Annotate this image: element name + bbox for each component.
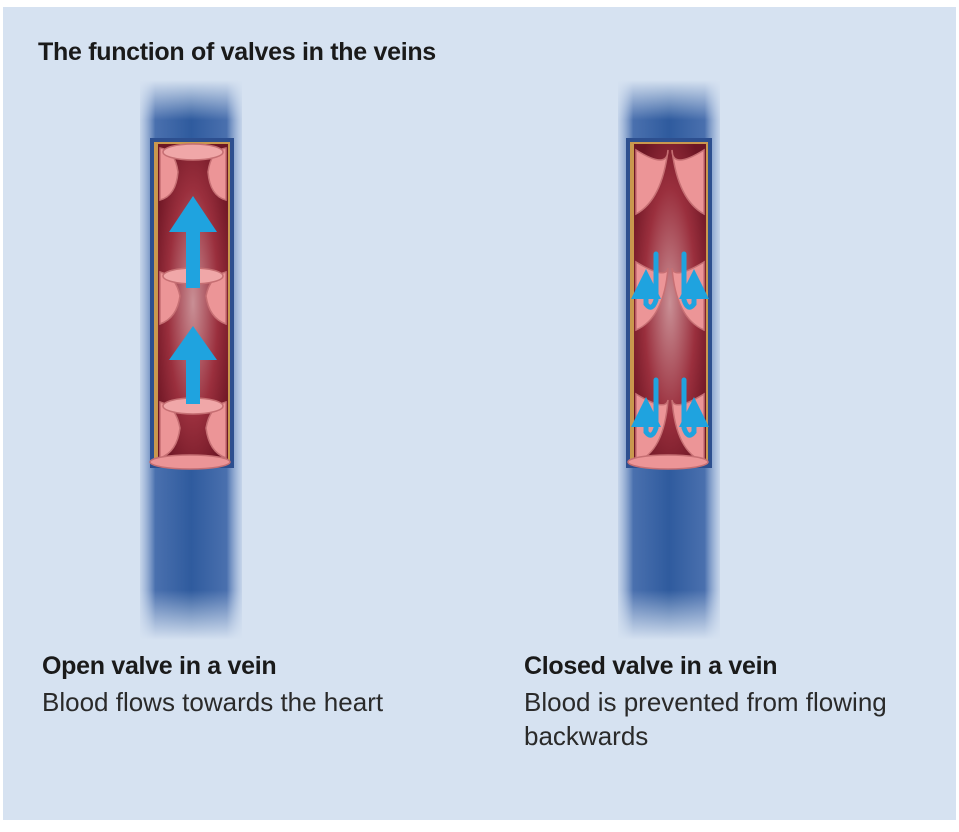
vein-cutaway (626, 138, 712, 470)
arrow-up-icon (169, 196, 217, 288)
curved-arrow-icon (631, 377, 709, 438)
figure-title: The function of valves in the veins (38, 38, 436, 66)
closed-valve-description-line2: backwards (524, 721, 649, 751)
closed-valve-description-line1: Blood is prevented from flowing (524, 687, 887, 717)
open-valve-vein (140, 80, 242, 640)
open-valve-description: Blood flows towards the heart (42, 687, 384, 717)
open-valve-heading: Open valve in a vein (42, 652, 277, 680)
arrow-up-icon (169, 326, 217, 404)
closed-valve-vein (618, 80, 720, 640)
closed-valve-heading: Closed valve in a vein (524, 652, 778, 680)
curved-arrow-icon (631, 251, 709, 310)
vein-cutaway (149, 138, 234, 470)
